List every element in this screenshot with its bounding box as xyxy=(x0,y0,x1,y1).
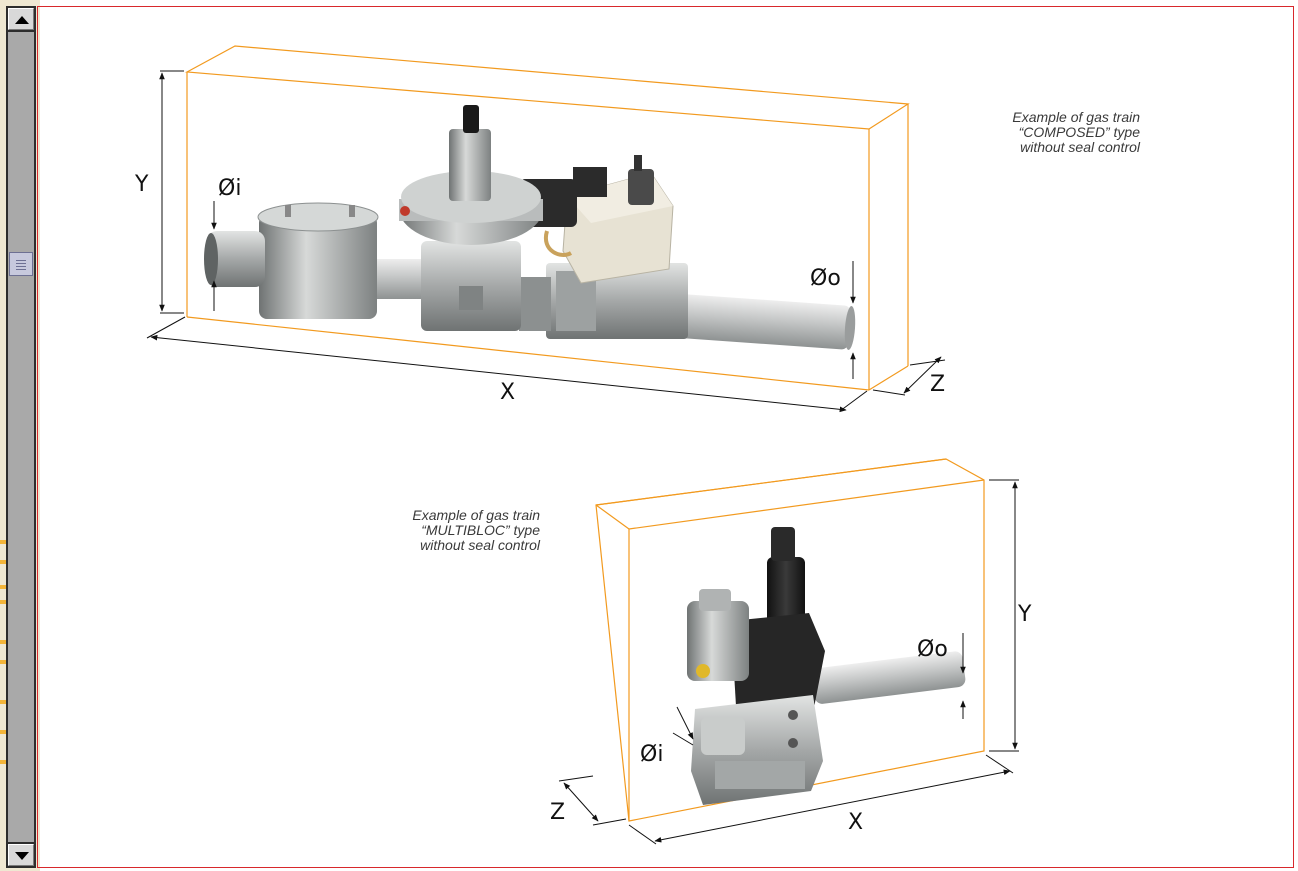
multibloc-bounding-box xyxy=(595,458,985,822)
multibloc-outlet-diameter-label: Øo xyxy=(917,637,948,662)
vertical-scrollbar[interactable] xyxy=(6,6,36,868)
scroll-track[interactable] xyxy=(8,32,34,842)
scroll-thumb[interactable] xyxy=(9,252,33,277)
arrow-down-icon xyxy=(15,852,29,860)
composed-gas-train-illustration xyxy=(204,105,856,350)
multibloc-dim-z-label: Z xyxy=(550,800,566,825)
composed-dimension-lines xyxy=(146,70,946,413)
gas-train-diagram xyxy=(146,45,1019,845)
composed-inlet-diameter-label: Øi xyxy=(218,176,242,201)
grip-icon xyxy=(16,260,26,262)
multibloc-inlet-diameter-label: Øi xyxy=(640,742,664,767)
multibloc-dimension-lines xyxy=(558,479,1019,845)
composed-outlet-diameter-label: Øo xyxy=(810,266,841,291)
content-frame xyxy=(37,6,1294,868)
multibloc-dim-x-label: X xyxy=(848,810,864,835)
scroll-up-button[interactable] xyxy=(8,8,34,30)
composed-dim-x-label: X xyxy=(500,380,516,405)
composed-dim-y-label: Y xyxy=(135,172,149,197)
composed-dim-z-label: Z xyxy=(930,372,946,397)
multibloc-dim-y-label: Y xyxy=(1018,602,1032,627)
scroll-down-button[interactable] xyxy=(8,844,34,866)
multibloc-caption: Example of gas train “MULTIBLOC” type wi… xyxy=(412,507,540,553)
composed-caption: Example of gas train “COMPOSED” type wit… xyxy=(1012,109,1140,155)
arrow-up-icon xyxy=(15,16,29,24)
